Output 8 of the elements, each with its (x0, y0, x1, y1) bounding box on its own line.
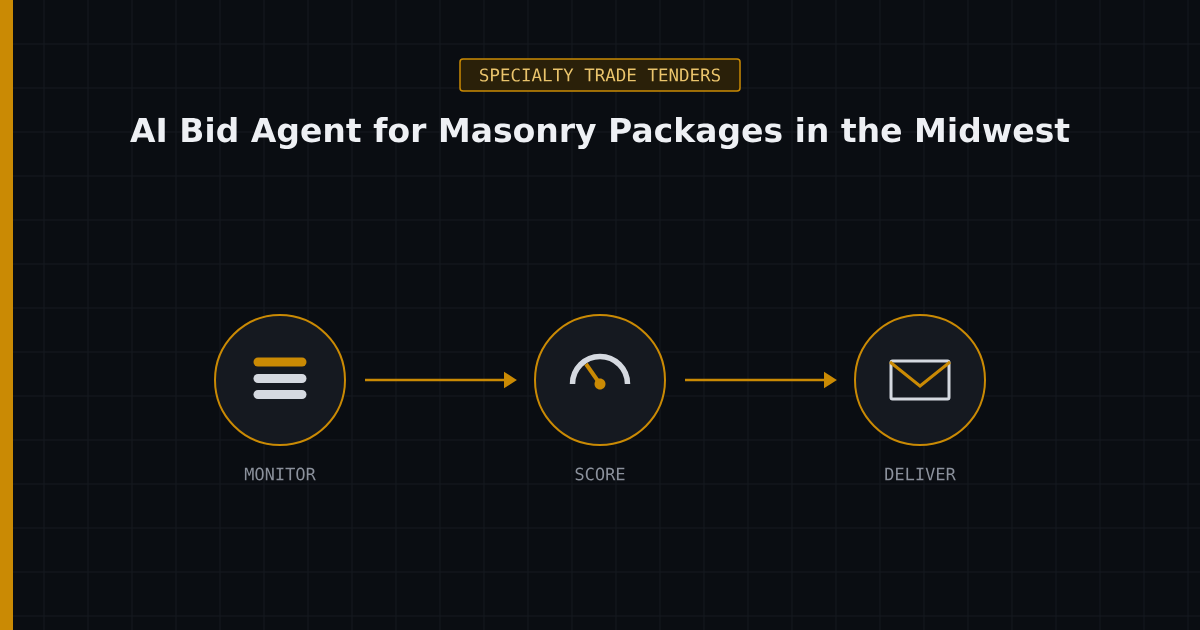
step-label: MONITOR (244, 467, 316, 481)
step-label: DELIVER (885, 467, 956, 481)
step-label: SCORE (575, 467, 625, 481)
step-circle (854, 314, 986, 446)
step-circle (214, 314, 346, 446)
step-circle (534, 314, 666, 446)
title: AI Bid Agent for Masonry Packages in the Midwest (130, 116, 1070, 150)
badge: SPECIALTY TRADE TENDERS (459, 58, 741, 92)
